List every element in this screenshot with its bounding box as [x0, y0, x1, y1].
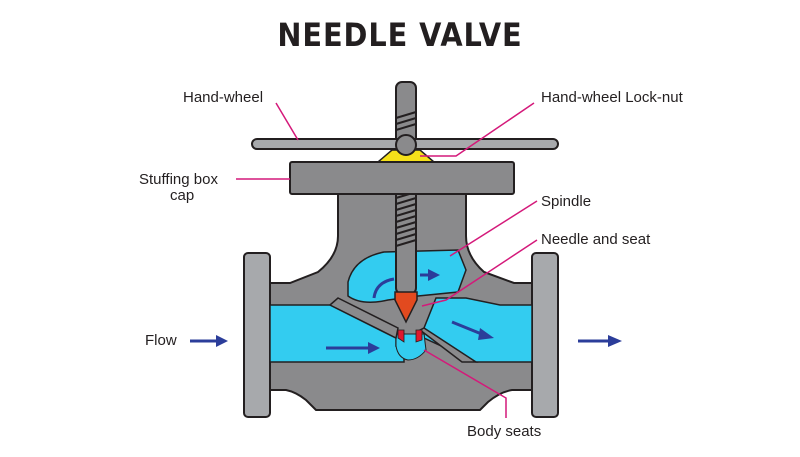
label-body-seats: Body seats — [467, 423, 542, 440]
stuffing-box-cap — [289, 161, 515, 195]
label-hand-wheel: Hand-wheel — [183, 89, 264, 106]
left-flange — [243, 252, 271, 418]
body-seat-left — [397, 329, 405, 343]
needle — [394, 291, 418, 324]
spindle-threads-upper — [395, 111, 417, 131]
body-seat-right — [415, 329, 423, 343]
label-stuffing-box-cap-line2: cap — [170, 187, 195, 204]
label-flow: Flow — [145, 332, 177, 349]
partition-wall-right — [418, 327, 479, 363]
partition-wall — [328, 297, 399, 340]
leader-lines — [236, 102, 538, 418]
flow-arrows — [190, 269, 622, 354]
label-spindle: Spindle — [541, 193, 592, 210]
label-stuffing-box-cap-line1: Stuffing box — [139, 171, 218, 188]
lock-nut-ball — [395, 134, 417, 156]
diagram-title: NEEDLE VALVE — [277, 16, 523, 54]
right-flange — [531, 252, 559, 418]
label-hand-wheel-lock-nut: Hand-wheel Lock-nut — [541, 89, 683, 106]
label-needle-and-seat: Needle and seat — [541, 231, 651, 248]
